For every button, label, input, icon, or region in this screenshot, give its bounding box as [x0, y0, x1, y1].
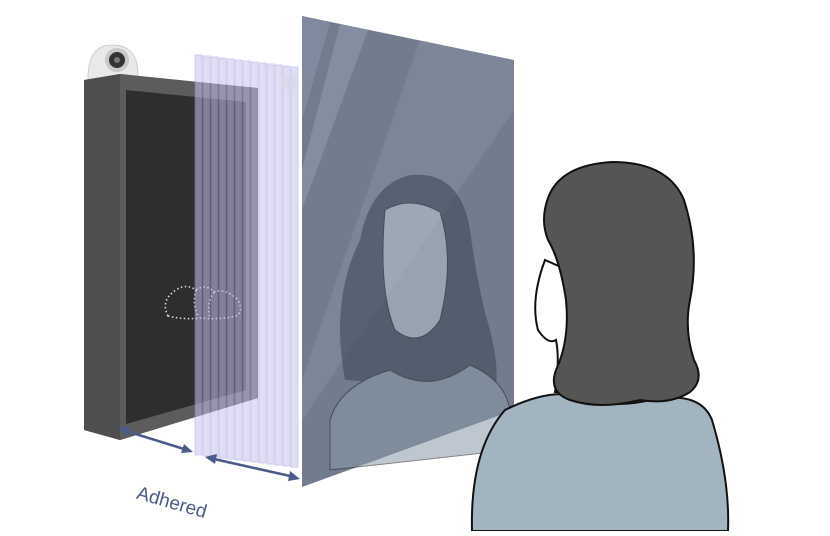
camera-icon [87, 44, 139, 83]
mirror-reflection [329, 174, 511, 471]
lens-panel [194, 54, 299, 468]
camera-reflection [281, 73, 299, 91]
woman-figure [470, 160, 730, 532]
adhered-arrows [118, 426, 300, 481]
